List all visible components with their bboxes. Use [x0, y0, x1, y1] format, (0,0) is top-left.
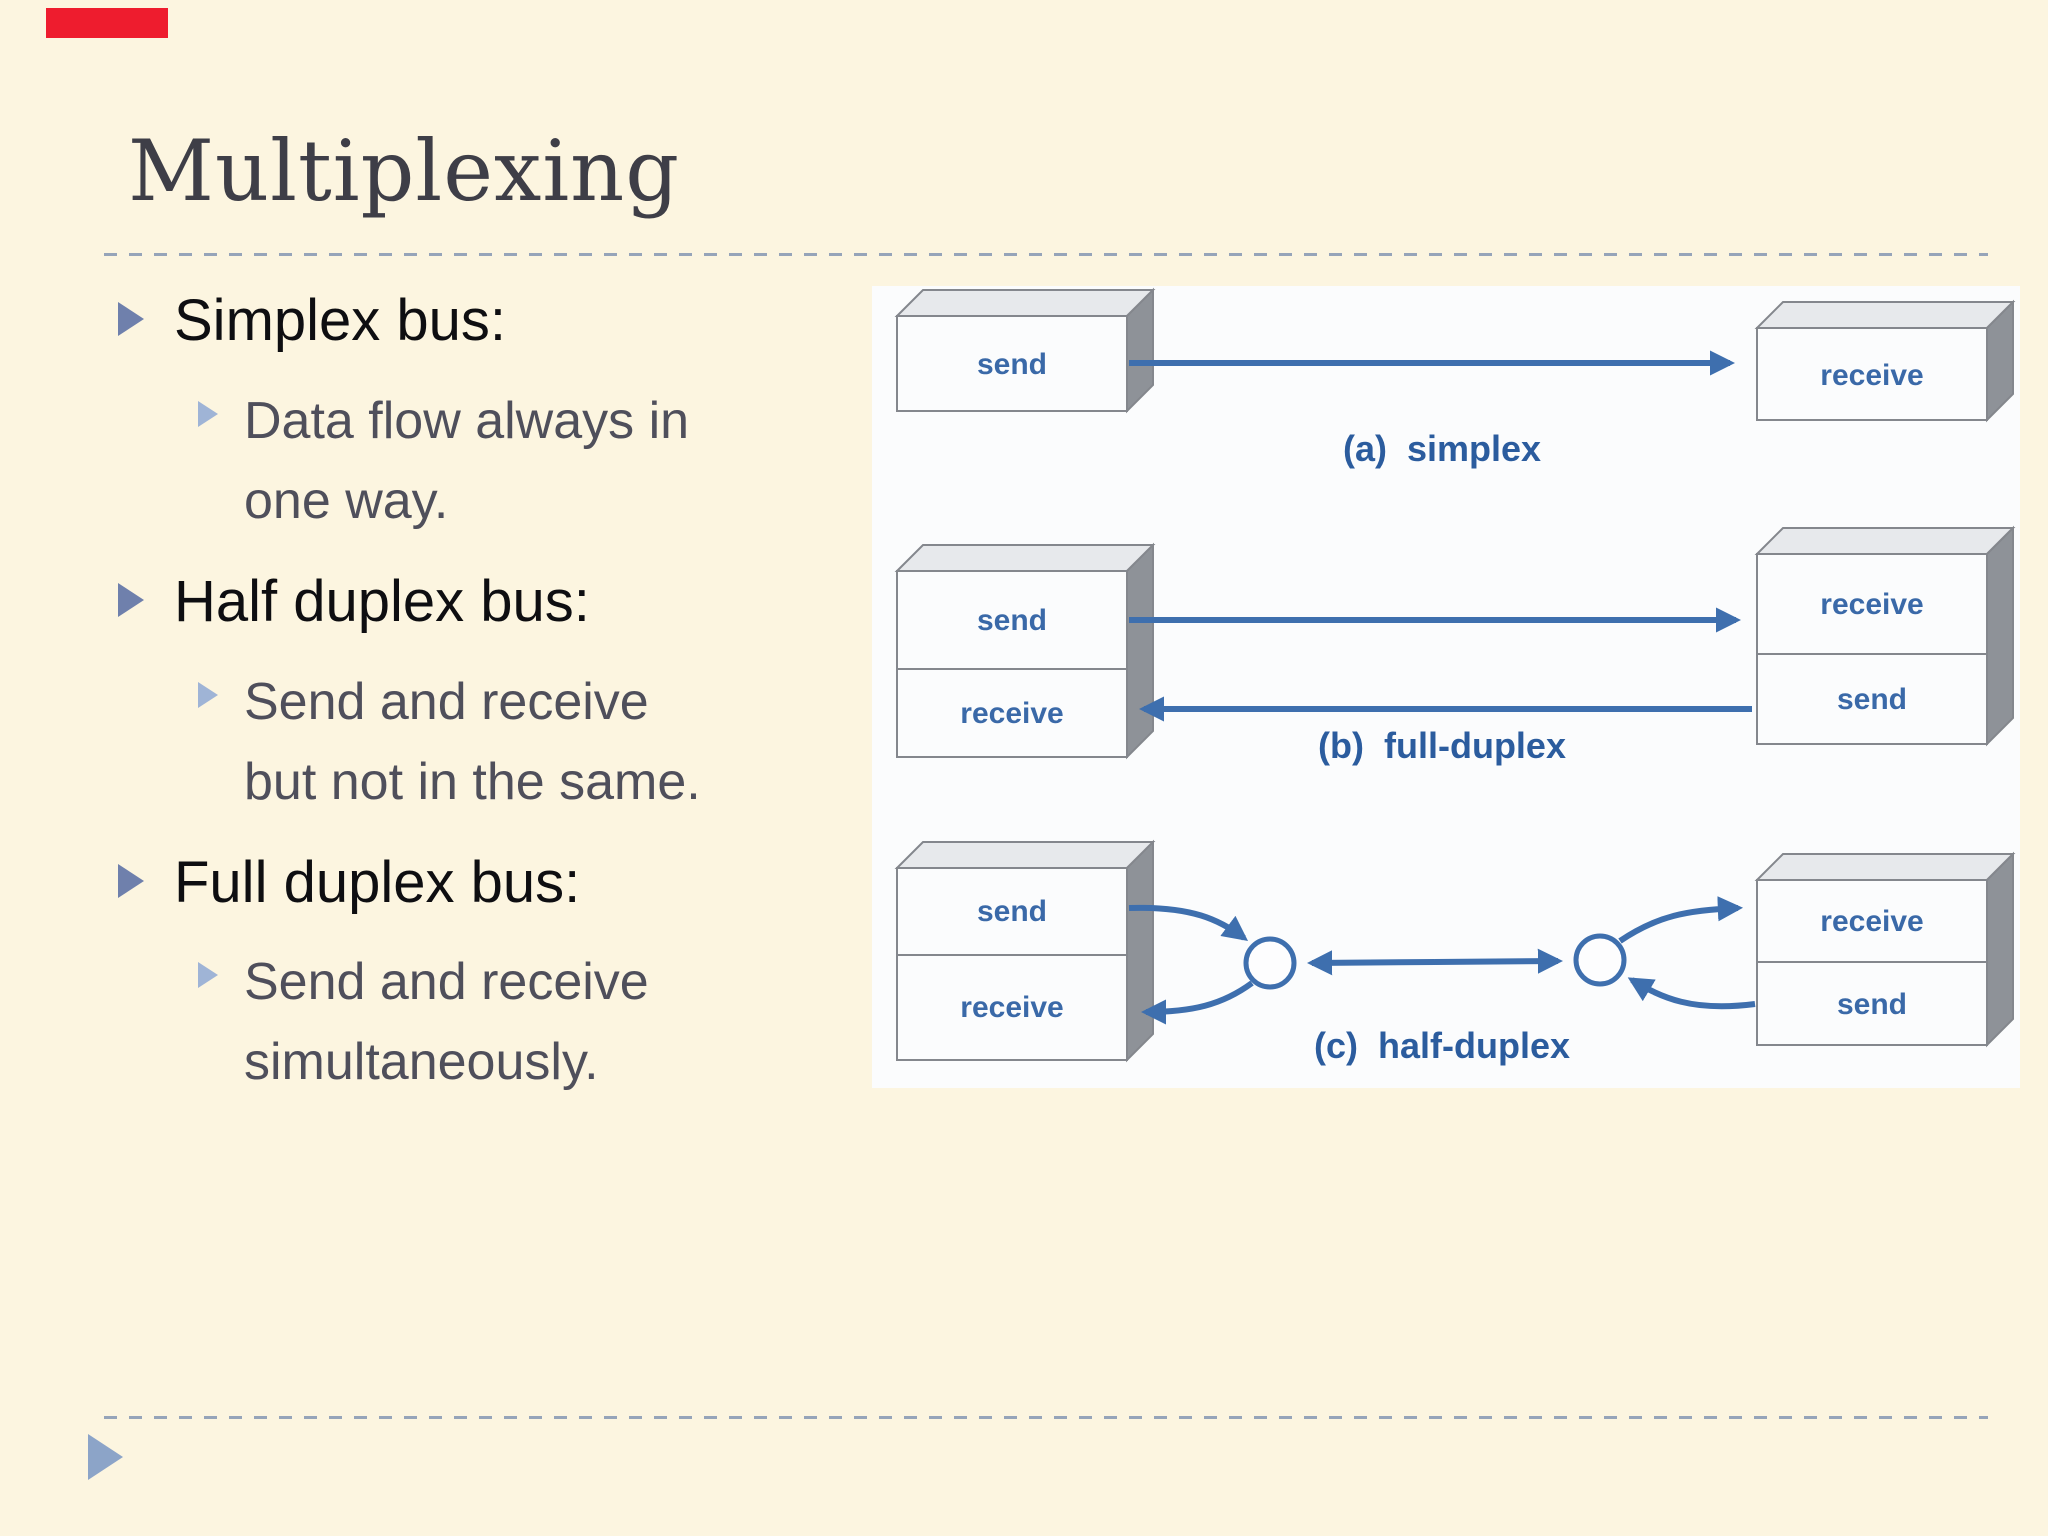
- halfduplex-shared-line-right-arrow: [1434, 948, 1564, 974]
- bullet-list: Simplex bus: Data flow always in one way…: [118, 288, 718, 1131]
- bullet-label: Simplex bus:: [174, 288, 507, 353]
- box-label: send: [977, 895, 1047, 928]
- simplex-receive-node: receive: [1754, 299, 2016, 423]
- sub-bullet-text: Send and receive simultaneously.: [244, 953, 649, 1092]
- right-triangle-icon: [198, 962, 218, 989]
- box-label: send: [1837, 988, 1907, 1021]
- red-recording-marker: [46, 8, 168, 38]
- bullet-label: Full duplex bus:: [174, 849, 581, 915]
- duplex-diagram-panel: send receive (a) simplex send receive: [872, 286, 2020, 1088]
- list-item: Data flow always in one way.: [198, 381, 718, 541]
- fullduplex-right-node: receive send: [1754, 525, 2016, 747]
- right-triangle-icon: [198, 681, 218, 708]
- halfduplex-shared-line-left-arrow: [1306, 950, 1436, 976]
- fullduplex-left-node: send receive: [894, 542, 1156, 760]
- list-item: Simplex bus:: [118, 288, 718, 355]
- halfduplex-left-node: send receive: [894, 839, 1156, 1063]
- right-triangle-icon: [118, 863, 144, 898]
- diagram-caption: (c) half-duplex: [1314, 1025, 1570, 1066]
- play-triangle-icon: [88, 1434, 123, 1480]
- footer-divider: [104, 1416, 1988, 1419]
- box-label: receive: [1820, 588, 1923, 621]
- bullet-label: Half duplex bus:: [174, 568, 590, 634]
- halfduplex-left-receive-curve: [1140, 980, 1254, 1025]
- sub-bullet-text: Send and receive but not in the same.: [244, 672, 701, 811]
- box-label: receive: [1820, 905, 1923, 938]
- simplex-send-node: send: [894, 287, 1156, 414]
- box-label: send: [977, 348, 1047, 381]
- right-triangle-icon: [118, 302, 144, 336]
- halfduplex-right-junction: [1573, 933, 1627, 987]
- list-item: Full duplex bus:: [118, 850, 718, 917]
- halfduplex-right-send-curve: [1627, 977, 1756, 1010]
- right-triangle-icon: [118, 582, 144, 617]
- duplex-diagram: send receive (a) simplex send receive: [894, 287, 2016, 1066]
- list-item: Send and receive but not in the same.: [198, 662, 718, 822]
- title-divider: [104, 253, 1988, 256]
- diagram-caption: (a) simplex: [1343, 428, 1541, 469]
- slide-title: Multiplexing: [128, 122, 681, 220]
- list-item: Send and receive simultaneously.: [198, 942, 718, 1102]
- right-triangle-icon: [198, 400, 218, 427]
- halfduplex-right-node: receive send: [1754, 851, 2016, 1048]
- box-label: receive: [960, 991, 1063, 1024]
- box-label: send: [1837, 683, 1907, 716]
- halfduplex-right-receive-curve: [1618, 896, 1744, 944]
- halfduplex-left-send-curve: [1128, 904, 1249, 942]
- box-label: receive: [1820, 359, 1923, 392]
- sub-bullet-text: Data flow always in one way.: [244, 391, 690, 530]
- box-label: send: [977, 604, 1047, 637]
- diagram-caption: (b) full-duplex: [1318, 725, 1566, 766]
- list-item: Half duplex bus:: [118, 569, 718, 636]
- box-label: receive: [960, 697, 1063, 730]
- halfduplex-left-junction: [1243, 936, 1297, 990]
